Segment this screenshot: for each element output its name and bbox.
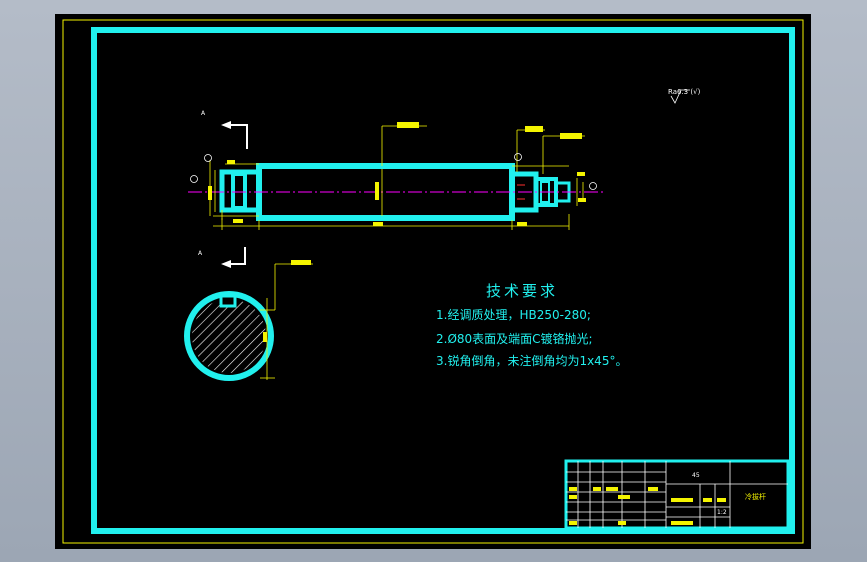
roughness-symbol [670, 89, 690, 104]
cad-canvas[interactable]: Ra6.3 (√) A A 技术要求 1.经调质处理，HB250-280; 2.… [55, 14, 811, 549]
title-block-part-name: 冷拔杆 [745, 493, 766, 501]
outer-border [62, 19, 804, 544]
drawing-sheet [62, 19, 804, 544]
section-mark-a-top: A [201, 110, 206, 117]
title-block-scale: 1:2 [717, 509, 727, 516]
tech-requirement-2: 2.Ø80表面及端面C镀铬抛光; [436, 332, 593, 346]
roughness-label: Ra6.3 (√) [668, 88, 701, 96]
title-block-material: 45 [692, 472, 700, 479]
drawing-frame [91, 27, 795, 534]
tech-requirements-title: 技术要求 [486, 282, 559, 300]
section-a-a [184, 260, 313, 381]
title-block [564, 459, 790, 530]
tech-requirement-3: 3.锐角倒角，未注倒角均为1x45°。 [436, 354, 628, 368]
title-block-tiny-labels [569, 487, 726, 525]
shaft-main-view [188, 121, 605, 268]
section-mark-a-bottom: A [198, 250, 203, 257]
tech-requirement-1: 1.经调质处理，HB250-280; [436, 308, 591, 322]
